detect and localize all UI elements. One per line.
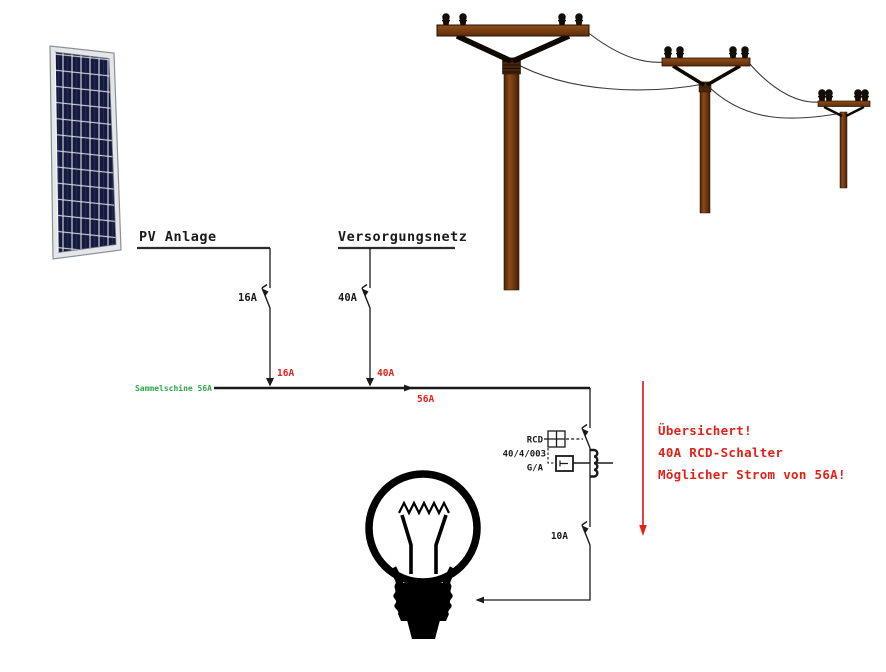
circuit-breaker-40a-symbol	[361, 283, 371, 309]
overhead-wires	[512, 30, 843, 119]
breaker-40a-label: 40A	[338, 292, 358, 304]
current-transformer-coil	[590, 448, 599, 478]
power-pole-icon	[436, 13, 590, 291]
bulb-screw-base	[393, 583, 453, 621]
warning-line-2: 40A RCD-Schalter	[658, 445, 783, 460]
pv-branch	[137, 246, 274, 387]
warning-line-1: Übersichert!	[658, 423, 752, 438]
rcd-rating-label: 40/4/003	[503, 450, 546, 460]
grid-source-label: Versorgungsnetz	[338, 229, 467, 245]
load-branch	[475, 388, 613, 604]
power-lines-illustration	[436, 13, 871, 291]
arrow-down-icon	[639, 525, 647, 536]
busbar	[214, 384, 590, 392]
arrow-left-icon	[475, 596, 484, 604]
circuit-breaker-16a-symbol	[261, 283, 271, 309]
power-pole-icon	[661, 46, 751, 214]
bulb-base-tip	[407, 620, 440, 639]
rcd-symbol	[544, 430, 613, 478]
flow-label-grid: 40A	[377, 368, 394, 379]
arrow-down-icon	[266, 378, 274, 387]
warning-arrow	[639, 381, 647, 536]
rcd-contact-symbol	[581, 423, 591, 449]
circuit-schematic	[137, 246, 647, 604]
rcd-class-label: G/A	[527, 464, 544, 474]
warning-text: Übersichert! 40A RCD-Schalter Möglicher …	[658, 423, 846, 482]
circuit-breaker-10a-symbol	[581, 520, 591, 546]
breaker-10a-label: 10A	[551, 531, 568, 542]
flow-label-bus: 56A	[417, 394, 434, 405]
rcd-name-label: RCD	[527, 436, 544, 446]
arrow-right-icon	[404, 384, 414, 392]
power-pole-icon	[817, 89, 871, 189]
solar-panel-highlight	[54, 51, 59, 253]
flow-label-pv: 16A	[277, 368, 294, 379]
busbar-label: Sammelschine 56A	[135, 383, 212, 393]
arrow-down-icon	[366, 378, 374, 387]
warning-line-3: Möglicher Strom von 56A!	[658, 467, 846, 482]
solar-panel-icon	[49, 45, 122, 260]
filament	[398, 500, 450, 516]
pv-source-label: PV Anlage	[139, 229, 217, 245]
solar-panel-cells	[54, 51, 117, 253]
grid-branch	[338, 246, 455, 387]
light-bulb-icon	[365, 470, 481, 639]
breaker-16a-label: 16A	[238, 292, 258, 304]
